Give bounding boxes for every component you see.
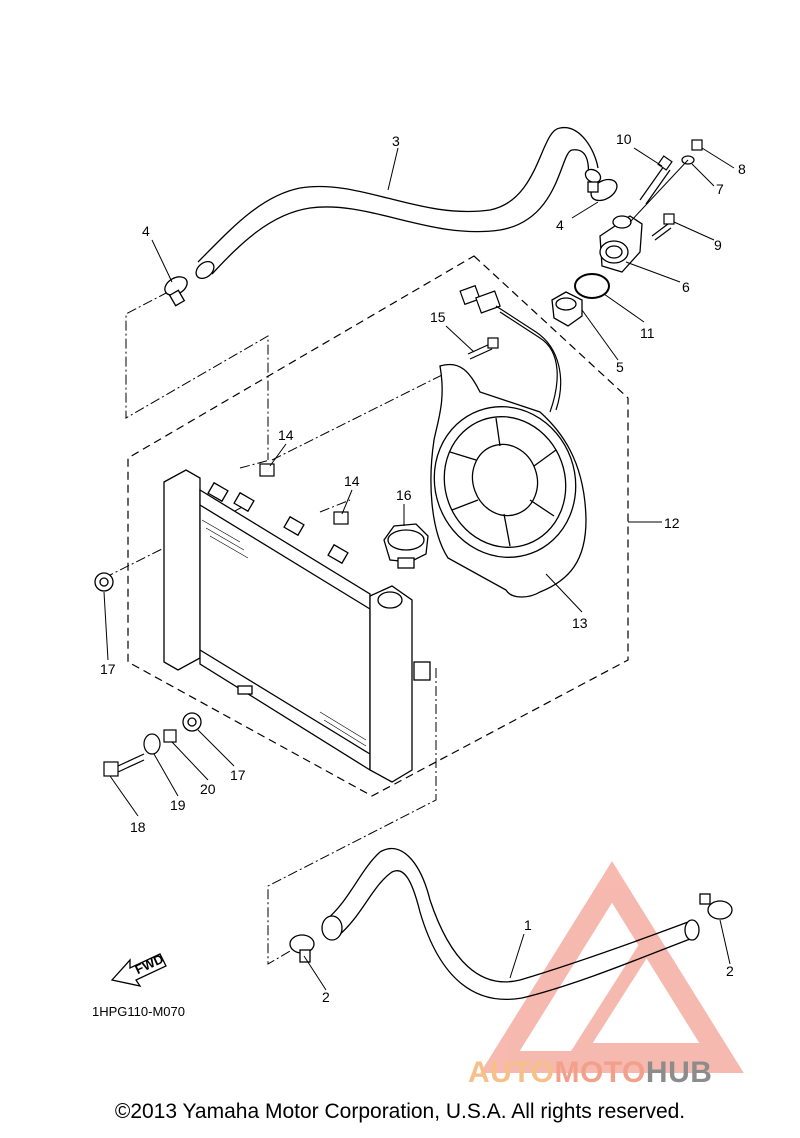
radiator-fan-assembly [430,363,587,598]
bolt-9 [651,213,675,241]
callout-5: 5 [616,359,624,375]
thermostat-housing [599,215,643,273]
callout-16: 16 [396,487,412,503]
diagram-code: 1HPG110-M070 [92,1004,185,1019]
o-ring [574,273,610,299]
radiator-cap [383,523,429,569]
callout-17-left: 17 [100,661,116,677]
watermark-auto: AUTO [468,1056,555,1089]
hose-clamp-4-left [164,276,188,307]
bolt-18 [103,753,145,777]
radiator-core [163,469,431,783]
callout-leaders [103,147,735,991]
grommet-17-right [182,712,202,732]
callout-20: 20 [200,781,216,797]
leader-lines [103,291,449,965]
callout-6: 6 [682,279,690,295]
watermark-moto: MOTO [554,1056,646,1089]
watermark-triangle-logo [480,861,744,1073]
nut-14-b [333,511,349,525]
thermostat [551,291,583,327]
callout-3: 3 [392,133,400,149]
fwd-arrow-icon: FWD [110,951,167,987]
fan-motor-connector [459,284,562,413]
callout-19: 19 [170,797,186,813]
bolt-15 [467,337,499,360]
callout-8: 8 [738,161,746,177]
callout-4-left: 4 [142,223,150,239]
callout-1: 1 [524,917,532,933]
watermark-wordmark: AUTOMOTOHUB [468,1056,712,1090]
grommet-17-left [94,572,114,592]
callout-4-right: 4 [556,217,564,233]
washer-19 [143,733,161,755]
callout-7: 7 [716,181,724,197]
callout-10: 10 [616,131,632,147]
lower-radiator-hose [321,847,700,1000]
radiator-assembly-outline [127,255,629,797]
copyright-notice: ©2013 Yamaha Motor Corporation, U.S.A. A… [114,1100,686,1123]
hose-clamp-2-right [699,893,733,920]
callout-15: 15 [430,309,446,325]
callout-12: 12 [664,515,680,531]
watermark-hub: HUB [645,1056,713,1089]
hose-clamp-4-right [587,178,618,202]
callout-13: 13 [572,615,588,631]
nut-14-a [259,463,275,477]
bolt-10 [639,155,673,205]
callout-17-right: 17 [230,767,246,783]
callout-2-right: 2 [726,963,734,979]
callout-2-left: 2 [322,989,330,1005]
bolt-8 [691,139,703,151]
callout-11: 11 [640,325,655,341]
hose-clamp-2-left [289,934,315,963]
callout-9: 9 [714,237,722,253]
callout-14-b: 14 [344,473,360,489]
callout-14-a: 14 [278,427,294,443]
callout-18: 18 [130,819,146,835]
upper-radiator-hose [195,127,602,280]
collar-20 [163,729,177,743]
